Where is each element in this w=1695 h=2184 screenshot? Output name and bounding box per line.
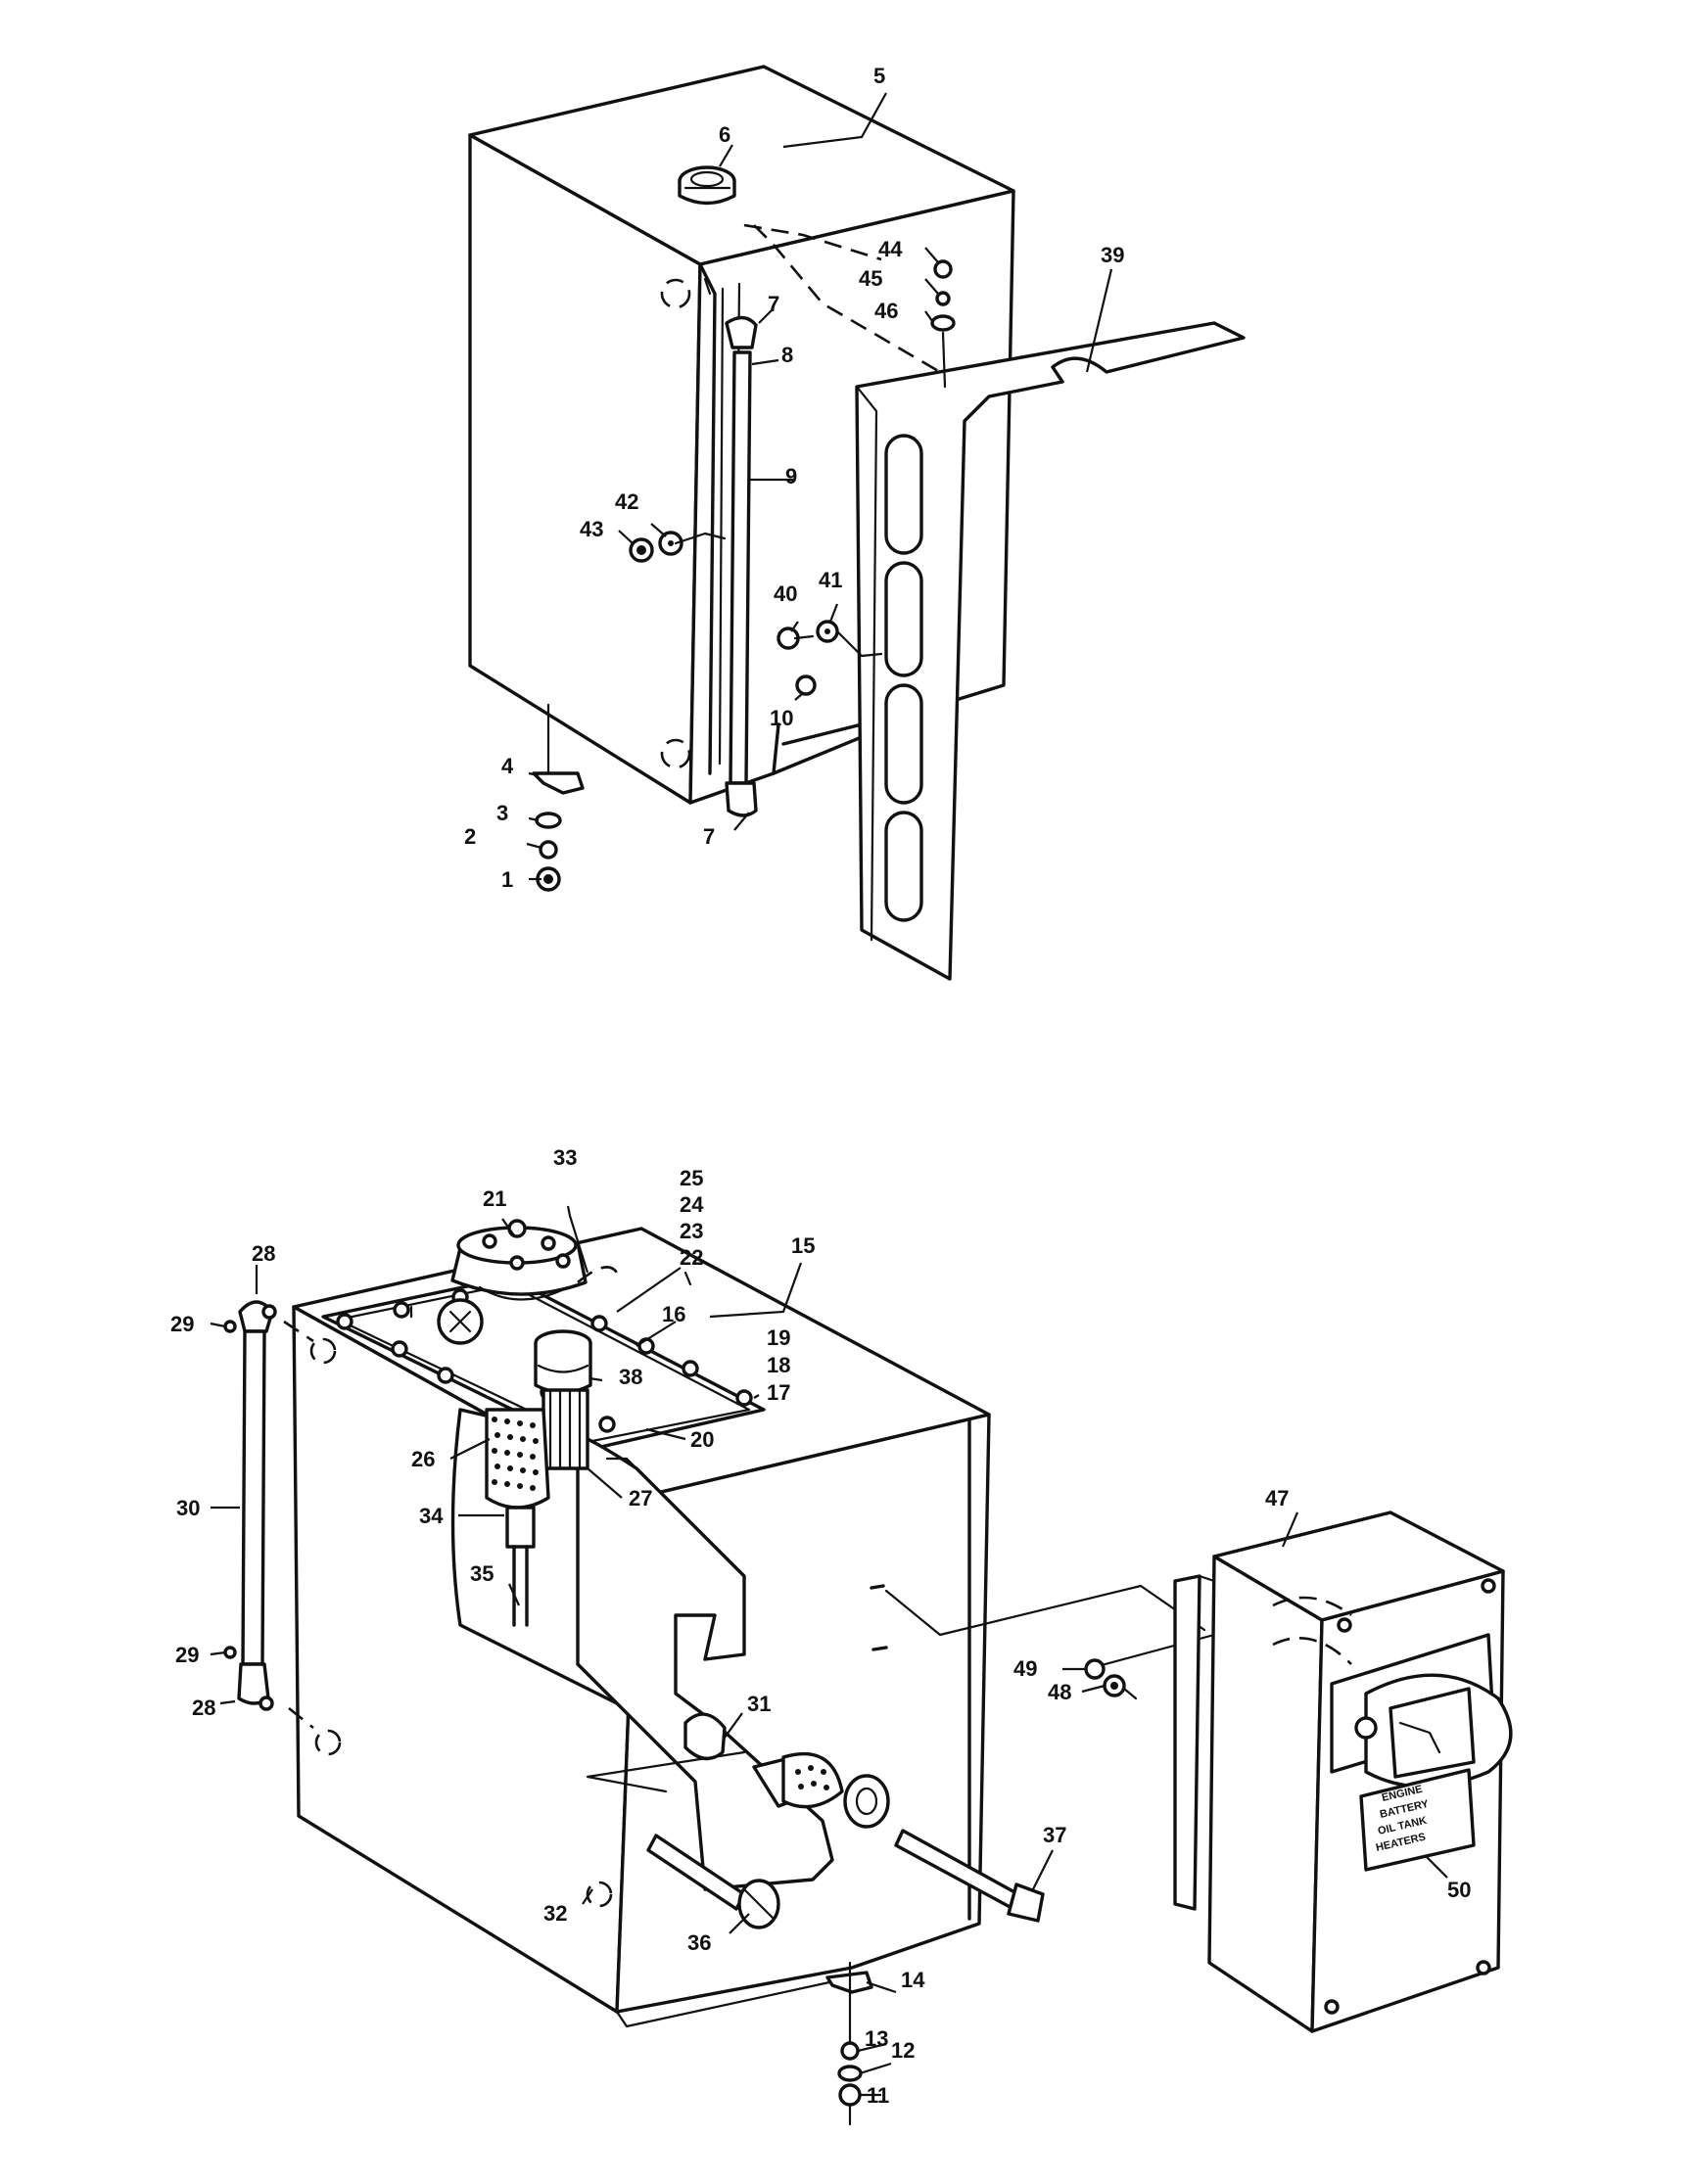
suction-strainer	[485, 1408, 550, 1627]
callout-9: 9	[785, 464, 797, 488]
callout-15: 15	[791, 1233, 815, 1258]
callout-7-top: 7	[768, 292, 779, 316]
bracket-slot-4	[884, 811, 923, 922]
callout-17: 17	[767, 1380, 790, 1405]
callout-23: 23	[680, 1219, 703, 1243]
heater-control-box: ENGINE BATTERY OIL TANK HEATERS	[1062, 1510, 1513, 2033]
bracket-slot-2	[884, 561, 923, 677]
bracket-slot-1	[884, 434, 923, 555]
callout-28-bottom: 28	[192, 1696, 215, 1720]
mounting-bracket	[855, 321, 1246, 981]
callout-20: 20	[690, 1427, 714, 1452]
callout-22: 22	[680, 1245, 703, 1270]
fastener-3	[535, 812, 562, 829]
sight-gauge-bottom-fitting	[725, 781, 758, 817]
callout-39: 39	[1101, 243, 1124, 267]
fastener-43	[629, 537, 654, 563]
fastener-40	[777, 627, 815, 650]
callout-5: 5	[873, 64, 885, 88]
fastener-2	[539, 840, 558, 860]
callout-40: 40	[774, 581, 797, 606]
callout-41: 41	[819, 568, 842, 592]
callout-27: 27	[629, 1486, 652, 1510]
callout-49: 49	[1013, 1656, 1037, 1681]
callout-33: 33	[553, 1145, 577, 1170]
callout-12: 12	[891, 2038, 915, 2063]
callout-37: 37	[1043, 1823, 1066, 1847]
callout-13: 13	[865, 2026, 888, 2051]
clip-4	[532, 771, 585, 795]
lower-tank-assembly	[210, 1205, 1216, 2126]
callout-28-top: 28	[252, 1241, 275, 1266]
fastener-45	[935, 291, 951, 306]
fastener-42	[658, 531, 683, 556]
callout-30: 30	[176, 1496, 200, 1520]
callout-47: 47	[1265, 1486, 1289, 1510]
fastener-10	[795, 674, 817, 696]
tank-cutaway	[450, 1408, 834, 1891]
control-box-nameplate	[1359, 1768, 1476, 1872]
callout-16: 16	[662, 1302, 685, 1326]
control-box-left-side	[1207, 1555, 1324, 2033]
upper-tank-channel	[698, 262, 717, 775]
callout-42: 42	[615, 489, 638, 514]
callout-6: 6	[719, 122, 730, 147]
fastener-44	[933, 259, 953, 279]
callout-21: 21	[483, 1186, 506, 1211]
callout-50: 50	[1447, 1878, 1471, 1902]
callout-31: 31	[747, 1692, 771, 1716]
fastener-49	[1084, 1658, 1106, 1680]
callout-8: 8	[781, 343, 793, 367]
callout-38: 38	[619, 1365, 642, 1389]
callout-32: 32	[543, 1901, 567, 1926]
callout-19: 19	[767, 1325, 790, 1350]
callout-10: 10	[770, 706, 793, 730]
breather-cap	[437, 1219, 588, 1345]
callout-43: 43	[580, 517, 603, 541]
callout-4: 4	[501, 754, 514, 778]
callout-48: 48	[1048, 1680, 1071, 1704]
callout-29-top: 29	[170, 1312, 194, 1336]
bracket-slot-3	[884, 683, 923, 805]
callout-7-bottom: 7	[703, 824, 715, 849]
callout-2: 2	[464, 824, 476, 849]
upper-callout-labels: 1 2 3 4 5 6 7 7 8 9 10 39 40 41 42 43 44…	[464, 64, 1124, 892]
heater-rod	[646, 1834, 780, 1929]
filler-cap	[678, 165, 736, 206]
callout-44: 44	[878, 237, 903, 261]
fastener-13	[840, 2041, 860, 2061]
callout-36: 36	[687, 1930, 711, 1955]
control-box-flange	[1173, 1574, 1201, 1911]
sight-gauge-tube	[729, 350, 752, 785]
fastener-12	[837, 2065, 863, 2082]
fastener-46	[930, 314, 956, 332]
callout-34: 34	[419, 1504, 444, 1528]
callout-11: 11	[867, 2083, 889, 2108]
callout-45: 45	[859, 266, 882, 291]
callout-3: 3	[496, 801, 508, 825]
callout-1: 1	[501, 867, 513, 892]
upper-tank-assembly	[468, 65, 1246, 981]
heater-element	[683, 1712, 844, 1809]
lower-callout-labels: 11 12 13 14 15 16 17 18 19 20 21 22 23 2…	[170, 1145, 1066, 2108]
callout-26: 26	[411, 1447, 435, 1471]
callout-25: 25	[680, 1166, 703, 1190]
sight-gauge-top-fitting	[725, 315, 758, 349]
heater-box-callout-labels: 47 48 49 50	[1013, 1486, 1471, 1902]
callout-18: 18	[767, 1353, 790, 1377]
callout-14: 14	[901, 1968, 925, 1992]
callout-24: 24	[680, 1192, 704, 1217]
callout-46: 46	[874, 299, 898, 323]
fastener-11	[838, 2083, 862, 2107]
heater-rod-external	[843, 1774, 1045, 1923]
fastener-41	[816, 620, 839, 643]
callout-35: 35	[470, 1561, 494, 1586]
side-sight-gauge	[223, 1300, 277, 1711]
callout-29-bottom: 29	[175, 1643, 199, 1667]
